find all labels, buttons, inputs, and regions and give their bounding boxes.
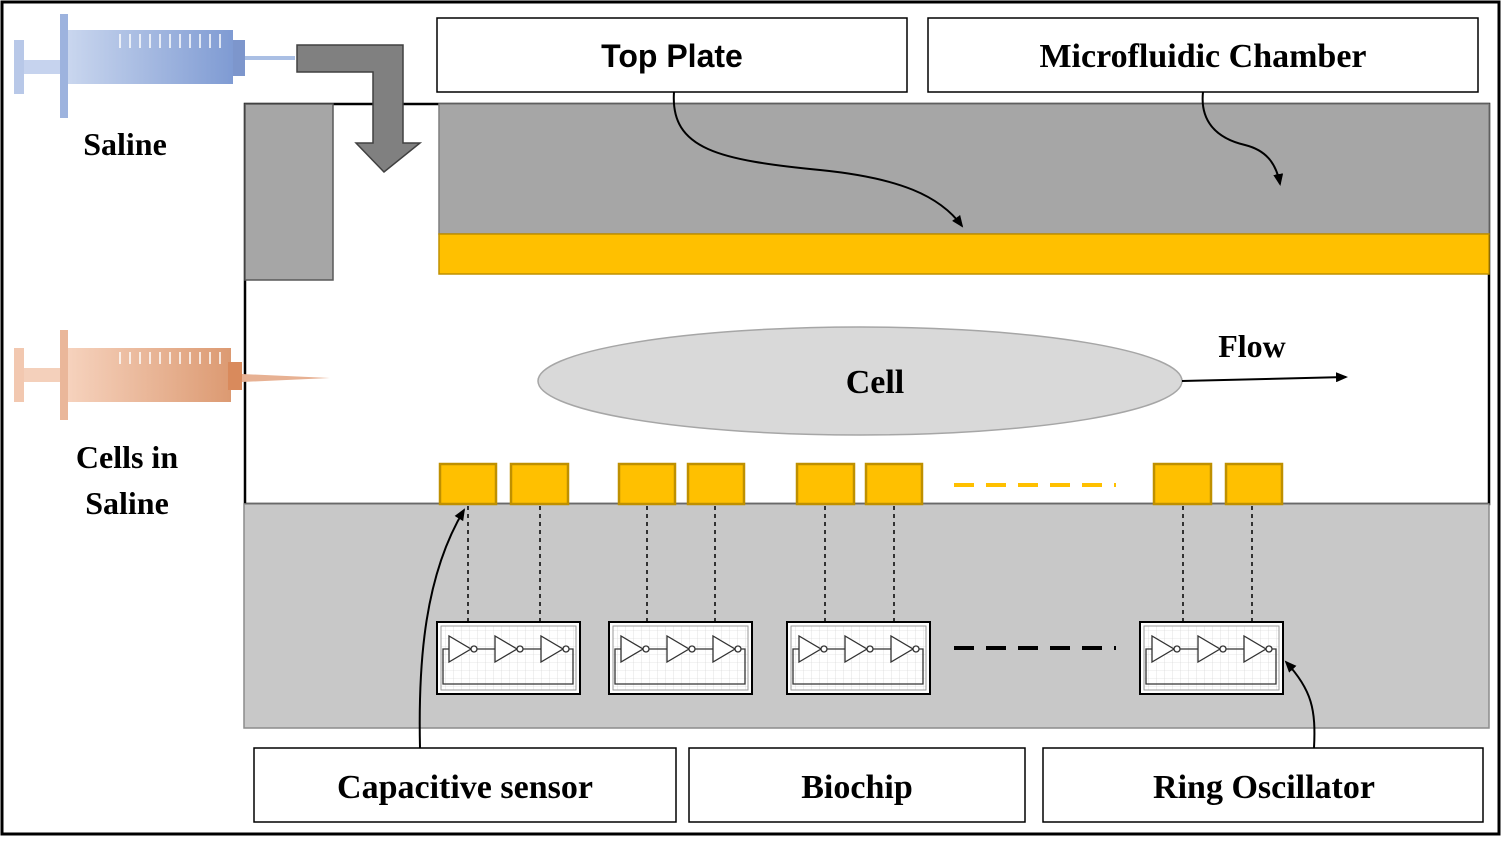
electrode xyxy=(438,462,498,506)
electrode xyxy=(864,462,924,506)
top-plate-box xyxy=(436,17,908,93)
flow-label: Flow xyxy=(1218,328,1286,364)
ring-oscillator-box xyxy=(1042,747,1484,823)
capacitive-sensor-label: Capacitive sensor xyxy=(337,769,593,806)
microfluidic-chamber-label: Microfluidic Chamber xyxy=(1039,38,1366,75)
electrode xyxy=(1152,462,1213,506)
bent-arrow-icon xyxy=(296,44,423,174)
electrode xyxy=(1224,462,1284,506)
electrode xyxy=(509,462,570,506)
flow-arrow xyxy=(1181,372,1348,383)
biochip-box xyxy=(688,747,1026,823)
inverter-chain-icon xyxy=(608,621,753,695)
syringe-icon xyxy=(14,14,295,118)
top-plate-callout-arrow xyxy=(672,91,964,228)
top-electrode xyxy=(438,233,1490,275)
saline-label: Saline xyxy=(83,126,167,162)
ring-oscillator-callout-arrow xyxy=(1284,660,1316,749)
cells-in-saline-label-line1: Cells in xyxy=(76,439,178,475)
syringe-icon xyxy=(14,330,330,420)
biochip-label: Biochip xyxy=(801,769,912,806)
electrode xyxy=(686,462,746,506)
microfluidic-chamber-callout-arrow xyxy=(1201,91,1284,186)
cell-label: Cell xyxy=(846,364,905,401)
cells-in-saline-label-line2: Saline xyxy=(85,485,169,521)
capacitive-sensor-callout-arrow xyxy=(418,508,466,749)
ring-oscillator-label: Ring Oscillator xyxy=(1153,769,1375,806)
top-plate xyxy=(438,103,1490,235)
microfluidic-chamber-box xyxy=(927,17,1479,93)
inverter-chain-icon xyxy=(786,621,931,695)
electrode xyxy=(617,462,677,506)
capacitive-sensor-box xyxy=(253,747,677,823)
ring-oscillators xyxy=(436,621,1284,695)
inverter-chain-icon xyxy=(436,621,581,695)
inlet-block xyxy=(244,103,334,281)
electrode xyxy=(795,462,856,506)
inverter-chain-icon xyxy=(1139,621,1284,695)
top-plate-label: Top Plate xyxy=(601,38,743,74)
